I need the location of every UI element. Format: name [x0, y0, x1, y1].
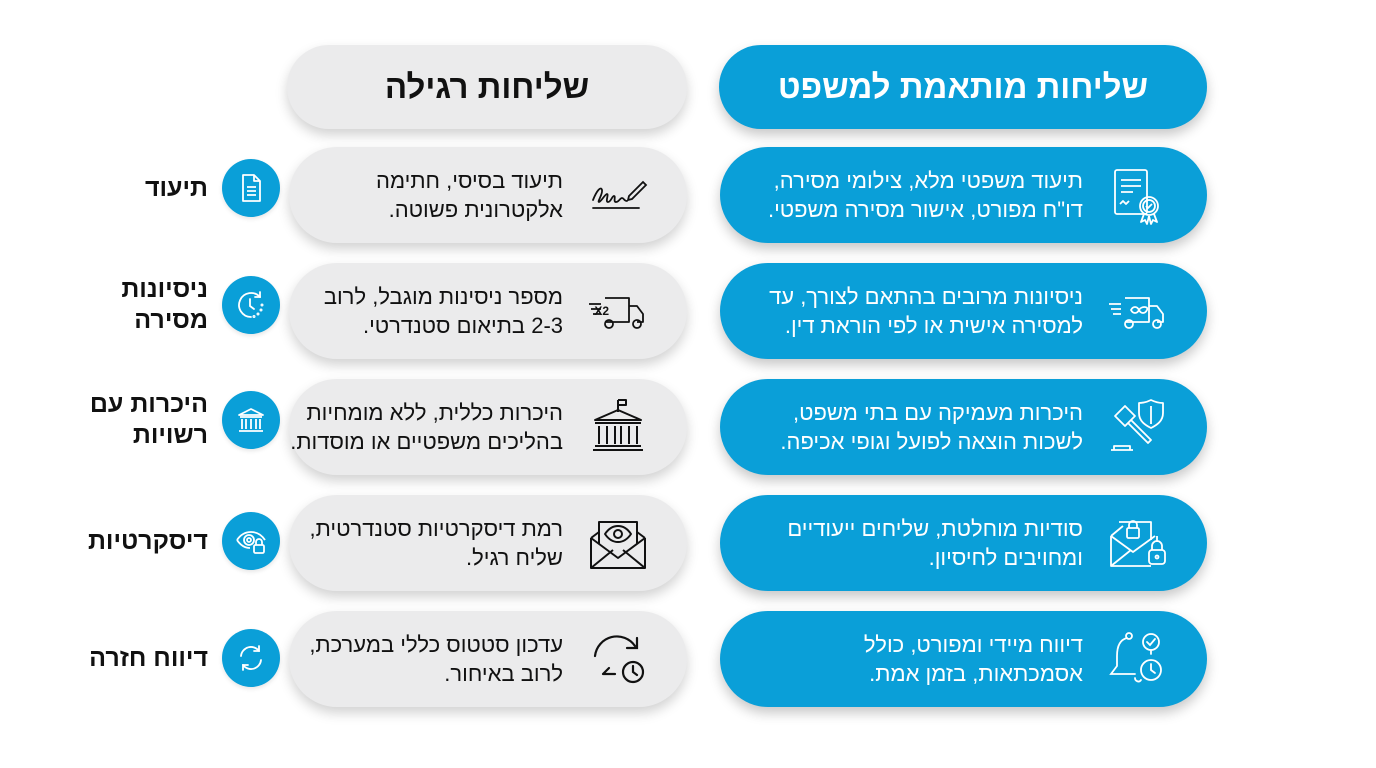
cell-line: רמת דיסקרטיות סטנדרטית,: [309, 516, 564, 541]
refresh-clock-icon: [583, 624, 653, 694]
legal-attempts-cell: ניסיונות מרובים בהתאם לצורך, עד למסירה א…: [720, 263, 1207, 359]
category-label-line: דיסקרטיות: [87, 526, 208, 555]
cell-line: לשכות הוצאה לפועל וגופי אכיפה.: [780, 429, 1083, 454]
category-delivery-attempts: ניסיונות מסירה: [60, 257, 280, 353]
regular-attempts-cell: X2 מספר ניסינות מוגבל, לרוב 2-3 בתיאום ס…: [289, 263, 687, 359]
certificate-icon: [1103, 160, 1173, 230]
header-regular-title: שליחות רגילה: [384, 68, 590, 105]
regular-authorities-cell: היכרות כללית, ללא מומחיות בהליכים משפטיי…: [289, 379, 687, 475]
category-label-line: דיווח חזרה: [89, 643, 208, 672]
category-label-line: מסירה: [134, 306, 208, 334]
cell-line: אסמכתאות, בזמן אמת.: [869, 661, 1083, 686]
cell-line: ומחויבים לחיסיון.: [928, 545, 1083, 570]
cell-line: תיעוד בסיסי, חתימה: [376, 168, 563, 193]
cell-line: דו"ח מפורט, אישור מסירה משפטי.: [767, 197, 1083, 222]
category-label-line: רשויות: [132, 421, 208, 449]
header-regular-delivery: שליחות רגילה: [287, 45, 687, 129]
courthouse-icon: [222, 391, 280, 449]
legal-reporting-cell: דיווח מיידי ומפורט, כולל אסמכתאות, בזמן …: [720, 611, 1207, 707]
cell-line: עדכון סטטוס כללי במערכת,: [309, 632, 563, 657]
regular-discretion-cell: רמת דיסקרטיות סטנדרטית, שליח רגיל.: [289, 495, 687, 591]
clock-retry-icon: [222, 276, 280, 334]
cell-line: בהליכים משפטיים או מוסדות.: [290, 429, 563, 454]
category-documentation: תיעוד: [60, 140, 280, 236]
envelope-eye-icon: [583, 508, 653, 578]
category-label-line: היכרות עם: [89, 390, 208, 418]
category-reporting: דיווח חזרה: [60, 610, 280, 706]
institution-flag-icon: [583, 392, 653, 462]
category-label-line: ניסיונות: [121, 275, 208, 303]
svg-text:X2: X2: [594, 304, 609, 318]
cell-line: מספר ניסינות מוגבל, לרוב: [323, 284, 563, 309]
cell-line: לרוב באיחור.: [444, 661, 563, 686]
category-discretion: דיסקרטיות: [60, 493, 280, 589]
document-icon: [222, 159, 280, 217]
header-legal-title: שליחות מותאמת למשפט: [777, 68, 1149, 105]
gavel-shield-icon: [1103, 392, 1173, 462]
regular-reporting-cell: עדכון סטטוס כללי במערכת, לרוב באיחור.: [289, 611, 687, 707]
envelope-lock-icon: [1103, 508, 1173, 578]
eye-lock-icon: [222, 512, 280, 570]
cell-line: ניסיונות מרובים בהתאם לצורך, עד: [769, 284, 1083, 309]
category-label-line: תיעוד: [144, 173, 208, 202]
bell-check-clock-icon: [1103, 624, 1173, 694]
truck-infinity-icon: [1103, 276, 1173, 346]
signature-icon: [583, 160, 653, 230]
legal-authorities-cell: היכרות מעמיקה עם בתי משפט, לשכות הוצאה ל…: [720, 379, 1207, 475]
cell-line: היכרות מעמיקה עם בתי משפט,: [793, 400, 1083, 425]
cell-line: דיווח מיידי ומפורט, כולל: [863, 632, 1083, 657]
category-authorities: היכרות עם רשויות: [60, 372, 280, 468]
cell-line: 2-3 בתיאום סטנדרטי.: [362, 313, 563, 338]
regular-documentation-cell: תיעוד בסיסי, חתימה אלקטרונית פשוטה.: [289, 147, 687, 243]
legal-documentation-cell: תיעוד משפטי מלא, צילומי מסירה, דו"ח מפור…: [720, 147, 1207, 243]
cell-line: היכרות כללית, ללא מומחיות: [306, 400, 563, 425]
truck-x2-icon: X2: [583, 276, 653, 346]
cell-line: שליח רגיל.: [465, 545, 563, 570]
legal-discretion-cell: סודיות מוחלטת, שליחים ייעודיים ומחויבים …: [720, 495, 1207, 591]
cell-line: סודיות מוחלטת, שליחים ייעודיים: [787, 516, 1083, 541]
header-legal-delivery: שליחות מותאמת למשפט: [719, 45, 1207, 129]
cell-line: למסירה אישית או לפי הוראת דין.: [784, 313, 1083, 338]
cell-line: תיעוד משפטי מלא, צילומי מסירה,: [773, 168, 1083, 193]
sync-icon: [222, 629, 280, 687]
cell-line: אלקטרונית פשוטה.: [388, 197, 563, 222]
